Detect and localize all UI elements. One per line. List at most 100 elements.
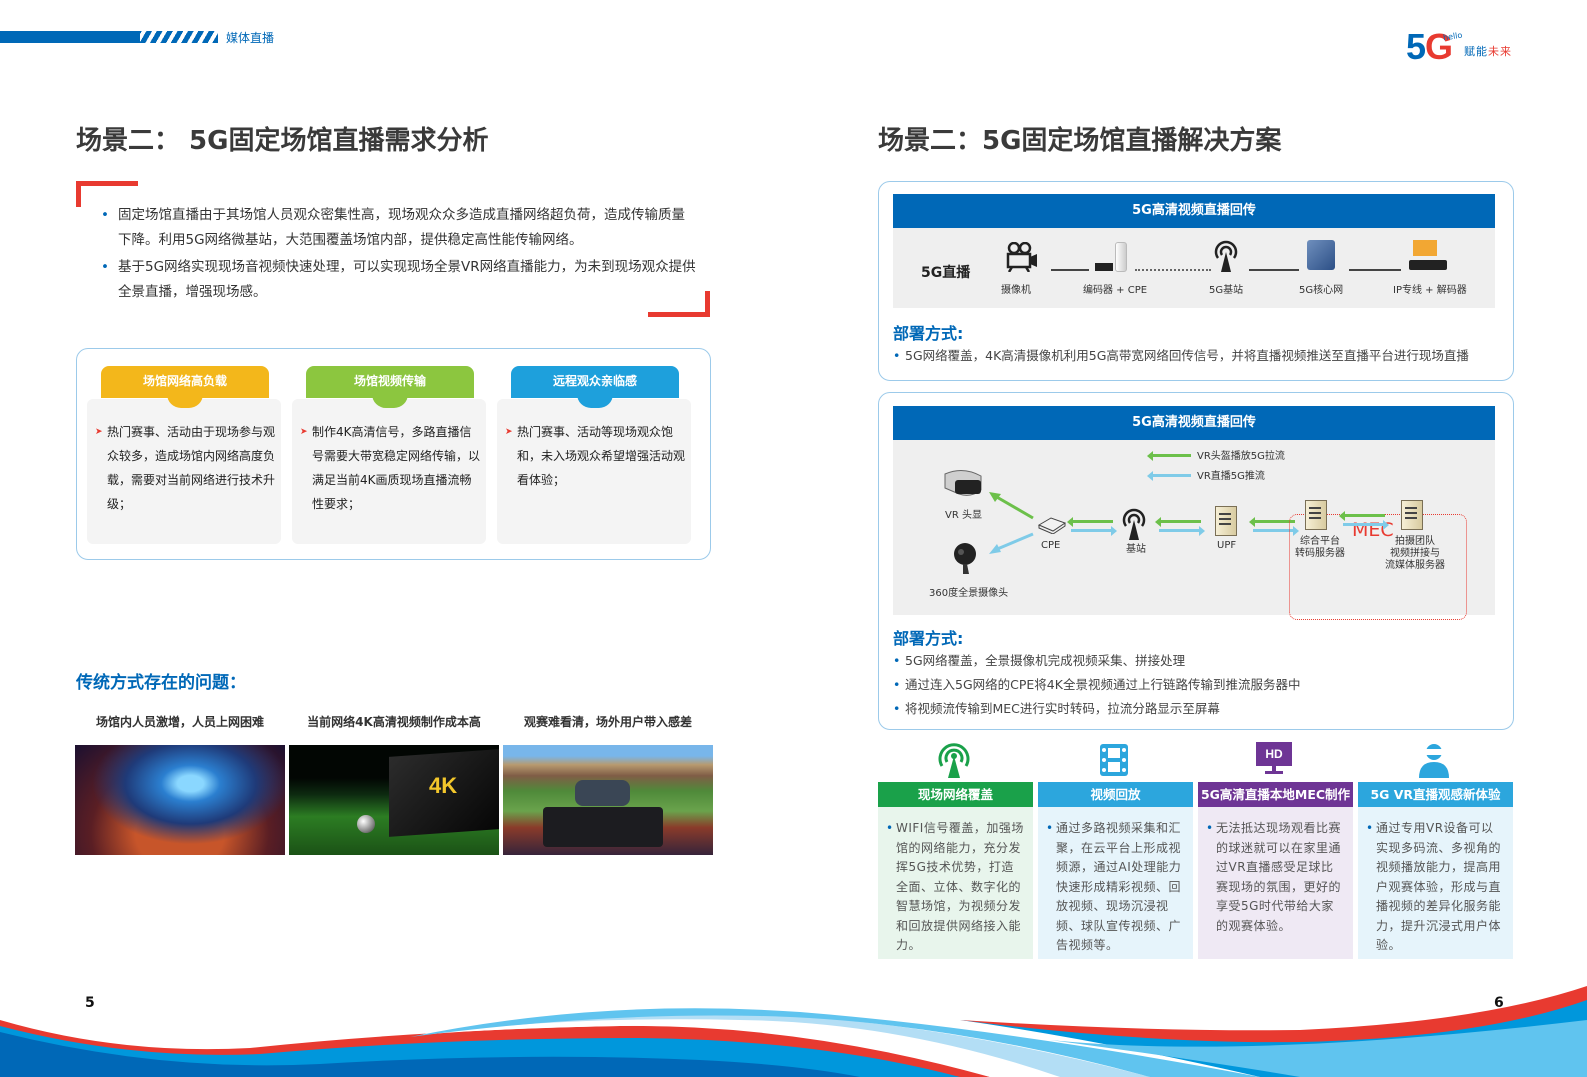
feature-title: 5G VR直播观感新体验 xyxy=(1358,782,1513,807)
device-label: IP专线 + 解码器 xyxy=(1393,285,1467,296)
feature-body: WIFI信号覆盖，加强场馆的网络能力，充分发挥5G技术优势，打造全面、立体、数字… xyxy=(878,807,1033,959)
deploy-item: 将视频流传输到MEC进行实时转码，拉流分路显示至屏幕 xyxy=(893,697,1300,721)
device-label: 5G基站 xyxy=(1209,285,1244,296)
node-label: VR 头显 xyxy=(945,510,982,521)
needs-panel: 热门赛事、活动由于现场参与观众较多，造成场馆内网络高度负载，需要对当前网络进行技… xyxy=(76,348,711,560)
problem-caption: 场馆内人员激增，人员上网困难 xyxy=(95,715,264,729)
4k-label: 4K xyxy=(429,773,458,798)
cpe-output-arrows xyxy=(989,492,1034,554)
video-camera-icon xyxy=(1006,242,1037,272)
intro-item: 基于5G网络实现现场音视频快速处理，可以实现现场全景VR网络直播能力，为未到现场… xyxy=(98,255,698,305)
pull-arrow xyxy=(1067,516,1113,527)
node-label: 基站 xyxy=(1126,544,1146,555)
decorative-waves xyxy=(0,986,1587,1077)
left-page-title: 场景二： 5G固定场馆直播需求分析 xyxy=(76,126,489,156)
corner-bracket-bottom-right xyxy=(648,291,710,317)
section-title: 媒体直播 xyxy=(226,31,275,45)
need-tab: 场馆网络高负载 xyxy=(101,366,269,408)
wireless-link xyxy=(1135,269,1211,271)
feature-title: 5G高清直播本地MEC制作 xyxy=(1198,782,1353,807)
page-number-left: 5 xyxy=(85,995,95,1011)
vr-flow-diagram: VR头盔播放5G拉流 VR直播5G推流 VR 头显 360度全景摄像头 CPE xyxy=(893,440,1495,620)
360-camera-icon xyxy=(954,543,976,574)
antenna-icon xyxy=(938,743,970,778)
4k-football-photo: 4K xyxy=(289,745,499,855)
ip-line-icon xyxy=(1413,240,1437,256)
deploy-heading: 部署方式: xyxy=(893,629,964,648)
need-card: 热门赛事、活动等现场观众饱和，未入场观众希望增强活动观看体验； xyxy=(497,399,691,544)
node-label: CPE xyxy=(1041,540,1061,551)
need-text: 热门赛事、活动由于现场参与观众较多，造成场馆内网络高度负载，需要对当前网络进行技… xyxy=(95,420,275,516)
arena-crowd-photo xyxy=(75,745,285,855)
device-label: 5G核心网 xyxy=(1299,285,1344,296)
header-bar xyxy=(0,31,140,43)
pull-arrow xyxy=(1155,516,1201,527)
deploy-item: 通过连入5G网络的CPE将4K全景视频通过上行链路传输到推流服务器中 xyxy=(893,673,1300,697)
push-arrow xyxy=(1071,525,1117,536)
deploy-item: 5G网络覆盖，4K高清摄像机利用5G高带宽网络回传信号，并将直播视频推送至直播平… xyxy=(893,344,1469,368)
logo-g: G xyxy=(1425,26,1454,67)
base-station-icon xyxy=(1214,240,1238,272)
feature-body: 通过多路视频采集和汇聚，在云平台上形成视频源，通过AI处理能力快速形成精彩视频、… xyxy=(1038,807,1193,959)
page-number-right: 6 xyxy=(1494,995,1504,1011)
need-tab: 场馆视频传输 xyxy=(306,366,474,408)
cpe-icon xyxy=(1037,517,1067,534)
flow-diagram: 5G直播 摄像机 编码器 + CPE 5G基站 5G核心网 IP专线 + 解码器 xyxy=(893,228,1495,308)
link-line xyxy=(1249,269,1299,271)
deploy-heading: 部署方式: xyxy=(893,324,964,343)
need-card: 制作4K高清信号，多路直播信号需要大带宽稳定网络传输，以满足当前4K画质现场直播… xyxy=(292,399,486,544)
deploy-list: 5G网络覆盖，4K高清摄像机利用5G高带宽网络回传信号，并将直播视频推送至直播平… xyxy=(893,344,1469,368)
solution-banner: 5G高清视频直播回传 xyxy=(893,406,1495,440)
push-arrow xyxy=(1343,519,1389,530)
device-label: 摄像机 xyxy=(1001,285,1031,296)
push-arrow xyxy=(1159,525,1205,536)
stadium-camera-photo xyxy=(503,745,713,855)
vr-user-icon xyxy=(1419,744,1449,778)
legend-label: VR直播5G推流 xyxy=(1197,471,1265,482)
film-icon xyxy=(1100,744,1128,776)
need-text: 热门赛事、活动等现场观众饱和，未入场观众希望增强活动观看体验； xyxy=(505,420,685,492)
problem-caption: 当前网络4K高清视频制作成本高 xyxy=(307,715,481,729)
platform-server-icon xyxy=(1305,500,1327,530)
encoder-icon xyxy=(1095,263,1113,271)
device-label: 编码器 + CPE xyxy=(1083,285,1148,296)
link-line xyxy=(1349,269,1401,271)
solution-banner: 5G高清视频直播回传 xyxy=(893,194,1495,228)
feature-title: 视频回放 xyxy=(1038,782,1193,807)
node-label: 拍摄团队 视频拼接与 流媒体服务器 xyxy=(1385,536,1445,571)
intro-item: 固定场馆直播由于其场馆人员观众密集性高，现场观众众多造成直播网络超负荷，造成传输… xyxy=(98,203,698,253)
pull-arrow xyxy=(1249,516,1295,527)
feature-body: 通过专用VR设备可以实现多码流、多视角的视频播放能力，提高用户观赛体验，形成与直… xyxy=(1358,807,1513,959)
need-card: 热门赛事、活动由于现场参与观众较多，造成场馆内网络高度负载，需要对当前网络进行技… xyxy=(87,399,281,544)
5g-logo: 5 G hello xyxy=(1406,28,1466,66)
feature-title: 现场网络覆盖 xyxy=(878,782,1033,807)
intro-list: 固定场馆直播由于其场馆人员观众密集性高，现场观众众多造成直播网络超负荷，造成传输… xyxy=(98,203,698,307)
node-label: 360度全景摄像头 xyxy=(929,588,1009,599)
360-camera xyxy=(575,780,630,806)
logo-5: 5 xyxy=(1406,26,1426,67)
deploy-list: 5G网络覆盖，全景摄像机完成视频采集、拼接处理 通过连入5G网络的CPE将4K全… xyxy=(893,649,1300,721)
need-tab: 远程观众亲临感 xyxy=(511,366,679,408)
header-stripes xyxy=(140,31,218,43)
problem-caption: 观赛难看清，场外用户带入感差 xyxy=(523,715,692,729)
upf-server-icon xyxy=(1215,506,1237,536)
hd-monitor-icon: HD xyxy=(1254,742,1294,778)
flow-title: 5G直播 xyxy=(921,265,971,281)
team-server-icon xyxy=(1401,500,1423,530)
legend-arrow-push xyxy=(1147,470,1191,481)
deploy-item: 5G网络覆盖，全景摄像机完成视频采集、拼接处理 xyxy=(893,649,1300,673)
logo-hello: hello xyxy=(1442,30,1463,43)
base-station-icon xyxy=(1122,508,1146,540)
solution-panel-1: 5G高清视频直播回传 5G直播 摄像机 编码器 + CPE 5G基站 5G核心网… xyxy=(878,181,1514,381)
problems-heading: 传统方式存在的问题： xyxy=(76,673,246,693)
node-label: UPF xyxy=(1217,540,1237,551)
corner-bracket-top-left xyxy=(76,181,138,207)
solution-panel-2: 5G高清视频直播回传 VR头盔播放5G拉流 VR直播5G推流 VR 头显 360… xyxy=(878,392,1514,730)
legend-arrow-pull xyxy=(1147,450,1191,461)
football xyxy=(357,815,375,833)
logo-tagline: 赋能未来 xyxy=(1464,45,1512,58)
camera-rig xyxy=(543,807,663,847)
feature-body: 无法抵达现场观看比赛的球迷就可以在家里通过VR直播感受足球比赛现场的氛围，更好的… xyxy=(1198,807,1353,959)
node-label: 综合平台 转码服务器 xyxy=(1295,536,1345,559)
decoder-icon xyxy=(1409,260,1447,270)
